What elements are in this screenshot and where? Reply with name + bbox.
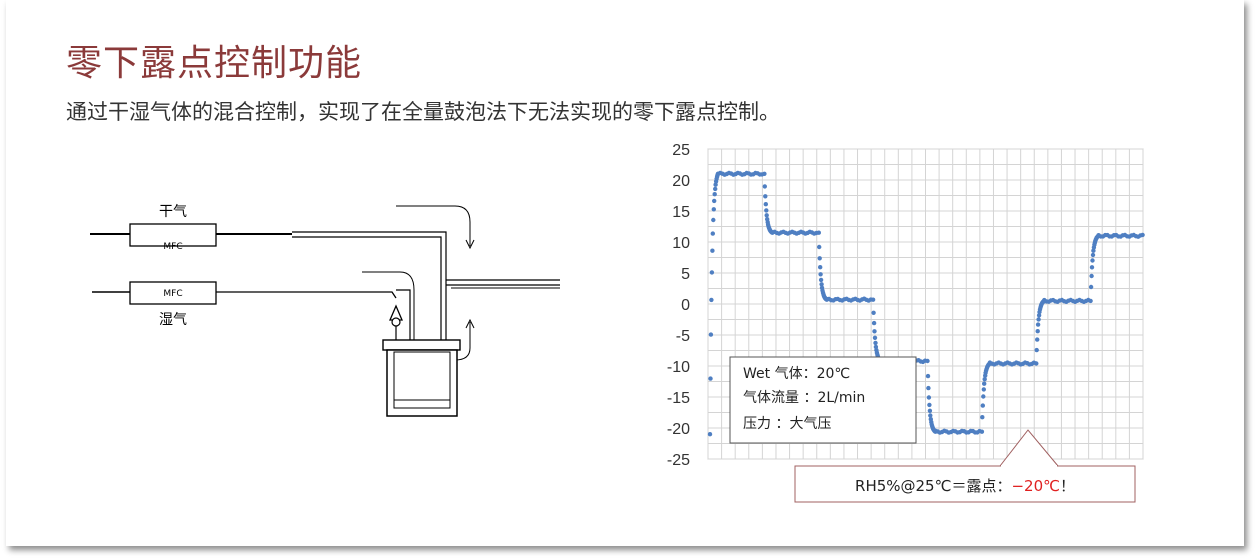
flow-arrow-bottom-head xyxy=(465,318,475,329)
dry-gas-pipe xyxy=(292,231,447,340)
check-valve-ball xyxy=(391,317,401,327)
mfc-dry-label: MFC xyxy=(163,242,182,252)
wet-gas-label: 湿气 xyxy=(159,312,187,328)
mfc-wet-label: MFC xyxy=(163,289,182,299)
wet-gas-pipe xyxy=(216,291,397,299)
bubbler-inner xyxy=(393,351,451,409)
gas-mixing-schematic: MFC 干气 MFC 湿气 xyxy=(90,204,560,417)
bubbler-vessel xyxy=(386,349,458,417)
slide-title: 零下露点控制功能 xyxy=(66,43,363,84)
dry-gas-label: 干气 xyxy=(159,204,187,220)
wet-bypass-pipe xyxy=(396,289,411,340)
bubbler-lid xyxy=(382,339,461,351)
dry-gas-pipe-inner xyxy=(292,236,442,340)
slide-subtitle: 通过干湿气体的混合控制，实现了在全量鼓泡法下无法实现的零下露点控制。 xyxy=(66,100,780,124)
flow-arrow-mid xyxy=(362,271,415,345)
flow-arrow-top xyxy=(396,205,471,246)
flow-arrow-top-head xyxy=(465,239,475,250)
mfc-wet-box xyxy=(129,281,217,305)
